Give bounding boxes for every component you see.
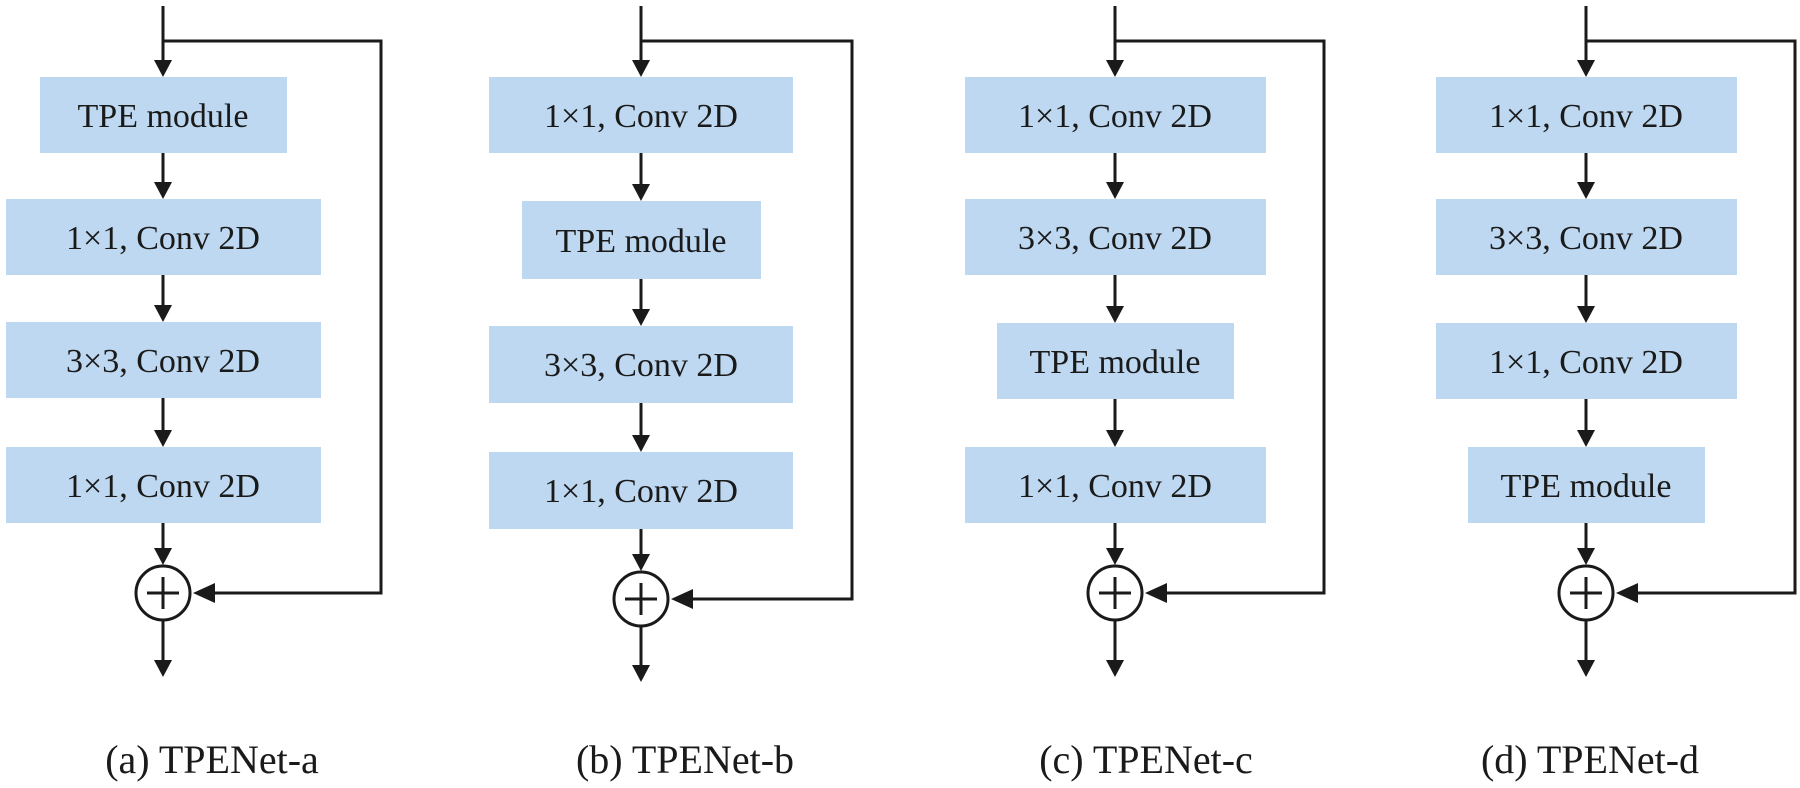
block-a-4 <box>6 447 321 523</box>
block-d-3-label: 1×1, Conv 2D <box>1489 344 1683 381</box>
block-c-4 <box>965 447 1266 523</box>
block-b-2 <box>522 201 761 279</box>
flow-arrows-b <box>632 6 650 682</box>
caption-a: (a) TPENet-a <box>105 737 319 782</box>
block-b-3 <box>489 326 793 403</box>
flow-arrows-c <box>1106 6 1124 677</box>
block-d-1 <box>1436 77 1737 153</box>
block-d-2 <box>1436 199 1737 275</box>
skip-connection-c <box>1115 39 1326 595</box>
block-c-4-label: 1×1, Conv 2D <box>1018 468 1212 505</box>
block-d-4 <box>1468 447 1705 523</box>
block-b-4 <box>489 452 793 529</box>
skip-arrow-b <box>671 589 693 609</box>
skip-connection-d <box>1586 39 1797 595</box>
block-c-3 <box>997 323 1234 399</box>
sum-node-d <box>1557 564 1615 622</box>
panel-d: 1×1, Conv 2D 3×3, Conv 2D 1×1, Conv 2D T… <box>1436 6 1797 782</box>
block-c-1 <box>965 77 1266 153</box>
block-b-1-label: 1×1, Conv 2D <box>544 98 738 135</box>
panel-c: 1×1, Conv 2D 3×3, Conv 2D TPE module 1×1… <box>965 6 1326 782</box>
block-c-2-label: 3×3, Conv 2D <box>1018 220 1212 257</box>
caption-c: (c) TPENet-c <box>1039 737 1253 782</box>
block-d-1-label: 1×1, Conv 2D <box>1489 98 1683 135</box>
block-b-1 <box>489 77 793 153</box>
block-a-3 <box>6 322 321 398</box>
sum-node-a <box>134 564 192 622</box>
block-a-1-label: TPE module <box>78 98 249 135</box>
block-d-2-label: 3×3, Conv 2D <box>1489 220 1683 257</box>
block-d-4-label: TPE module <box>1501 468 1672 505</box>
block-a-2 <box>6 199 321 275</box>
skip-arrow-c <box>1145 583 1167 603</box>
flow-arrows-d <box>1577 6 1595 677</box>
sum-node-c <box>1086 564 1144 622</box>
block-a-4-label: 1×1, Conv 2D <box>66 468 260 505</box>
block-a-3-label: 3×3, Conv 2D <box>66 343 260 380</box>
caption-b: (b) TPENet-b <box>576 737 794 782</box>
skip-connection-b <box>641 39 854 601</box>
block-c-1-label: 1×1, Conv 2D <box>1018 98 1212 135</box>
skip-connection-a <box>163 39 383 595</box>
block-c-3-label: TPE module <box>1030 344 1201 381</box>
block-b-2-label: TPE module <box>556 223 727 260</box>
skip-arrow-a <box>193 583 215 603</box>
block-d-3 <box>1436 323 1737 399</box>
panel-a: TPE module 1×1, Conv 2D 3×3, Conv 2D 1×1… <box>6 6 383 782</box>
block-b-4-label: 1×1, Conv 2D <box>544 473 738 510</box>
flow-arrows-a <box>154 6 172 677</box>
block-a-1 <box>40 77 287 153</box>
panel-b: 1×1, Conv 2D TPE module 3×3, Conv 2D 1×1… <box>489 6 854 782</box>
caption-d: (d) TPENet-d <box>1481 737 1699 782</box>
block-b-3-label: 3×3, Conv 2D <box>544 347 738 384</box>
block-a-2-label: 1×1, Conv 2D <box>66 220 260 257</box>
sum-node-b <box>612 570 670 628</box>
skip-arrow-d <box>1616 583 1638 603</box>
block-c-2 <box>965 199 1266 275</box>
